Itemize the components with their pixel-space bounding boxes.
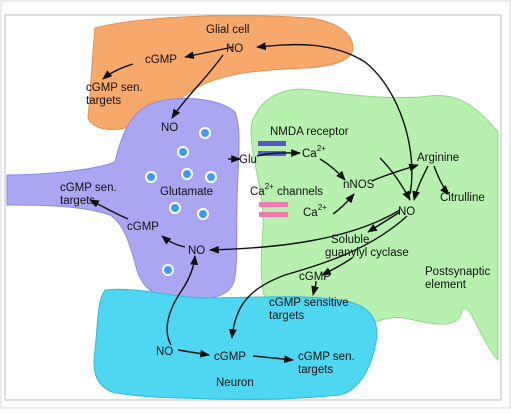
arrow-presynaptic-cgmp-to-targets xyxy=(89,199,129,220)
diagram-border xyxy=(4,14,502,401)
sensitive-targets-label-1: cGMP sensitive xyxy=(269,297,349,309)
arrow-ca2-to-nnos xyxy=(332,193,355,215)
glial-cell-shape xyxy=(87,15,354,131)
synaptic-vesicle-icon xyxy=(181,168,193,180)
neuron-cgmp-label: cGMP xyxy=(214,351,246,363)
nnos-label: nNOS xyxy=(343,179,375,191)
presynaptic-targets-label-1: cGMP sen. xyxy=(60,182,117,194)
arrow-post-no-to-presynaptic-no xyxy=(209,209,401,254)
sensitive-targets-label-2: targets xyxy=(269,310,304,322)
arrow-glu-to-ca xyxy=(256,149,301,157)
arrow-sgc-to-cgmp xyxy=(321,257,353,276)
ca-label-2: Ca2+ xyxy=(303,203,327,219)
glial-cell-label: Glial cell xyxy=(206,24,249,36)
arrow-post-no-to-glial-no xyxy=(256,42,413,195)
presynaptic-targets-label-2: targets xyxy=(60,195,95,207)
arrow-neuron-cgmp-to-targets xyxy=(252,355,294,364)
glial-targets-label-2: targets xyxy=(86,95,121,107)
arrow-arginine-to-no xyxy=(412,165,429,201)
soluble-gc-label-2: guanylyl cyclase xyxy=(325,247,409,259)
postsynaptic-element-label-1: Postsynaptic xyxy=(425,266,490,278)
arrow-no-to-soluble-gc xyxy=(367,211,401,233)
soluble-gc-label-1: Soluble xyxy=(331,234,369,246)
glial-no-label: NO xyxy=(226,43,243,55)
presynaptic-lower-no-label: NO xyxy=(188,245,205,257)
neuron-shape xyxy=(93,288,378,400)
synaptic-vesicle-icon xyxy=(205,171,217,183)
synaptic-vesicle-icon xyxy=(145,171,157,183)
calcium-channel-icon xyxy=(259,202,288,217)
arrow-arginine-to-citrulline xyxy=(433,165,450,195)
pathway-arrows xyxy=(89,42,450,364)
synaptic-vesicle-icon xyxy=(197,208,209,220)
presynaptic-no-label: NO xyxy=(161,122,178,134)
synaptic-vesicle-icon xyxy=(169,202,181,214)
glu-label: Glu xyxy=(239,154,257,166)
synaptic-vesicle-icon xyxy=(199,127,211,139)
citrulline-label: Citrulline xyxy=(440,192,485,204)
ca-label-1: Ca2+ xyxy=(302,144,326,160)
nmda-receptor-label: NMDA receptor xyxy=(270,126,349,138)
arrow-glial-no-to-presynaptic-no xyxy=(171,54,224,119)
ca-channels-label: Ca2+ channels xyxy=(250,182,323,198)
arrow-cgmp-to-sensitive-targets xyxy=(311,280,319,296)
synaptic-vesicles xyxy=(145,127,217,276)
neuron-targets-label-1: cGMP sen. xyxy=(298,351,355,363)
neuron-label: Neuron xyxy=(216,377,254,389)
glutamate-label: Glutamate xyxy=(160,186,213,198)
arrow-presynaptic-no-to-cgmp xyxy=(161,235,186,248)
arrow-nnos-to-arginine xyxy=(371,163,419,182)
arrow-ca-to-no-curve xyxy=(379,157,411,201)
neuron-targets-label-2: targets xyxy=(298,364,333,376)
arrow-post-no-to-neuron-cgmp xyxy=(228,215,408,339)
arrow-no-to-cgmp-glial xyxy=(184,46,234,60)
arrow-cgmp-to-targets-glial xyxy=(102,63,134,80)
presynaptic-cgmp-label: cGMP xyxy=(127,221,159,233)
postsynaptic-element-label-2: element xyxy=(425,279,467,291)
arrow-ca-to-nnos xyxy=(319,158,346,181)
synaptic-vesicle-icon xyxy=(162,264,174,276)
neuron-no-label: NO xyxy=(156,346,173,358)
glial-targets-label-1: cGMP sen. xyxy=(86,82,143,94)
glial-cgmp-label: cGMP xyxy=(145,54,177,66)
arrow-neuron-no-to-presynaptic-no xyxy=(166,255,199,346)
arginine-label: Arginine xyxy=(417,152,459,164)
postsynaptic-no-label: NO xyxy=(398,206,415,218)
synaptic-vesicle-icon xyxy=(177,146,189,158)
arrow-neuron-no-to-cgmp xyxy=(177,349,210,358)
postsynaptic-cgmp-label: cGMP xyxy=(299,271,331,283)
